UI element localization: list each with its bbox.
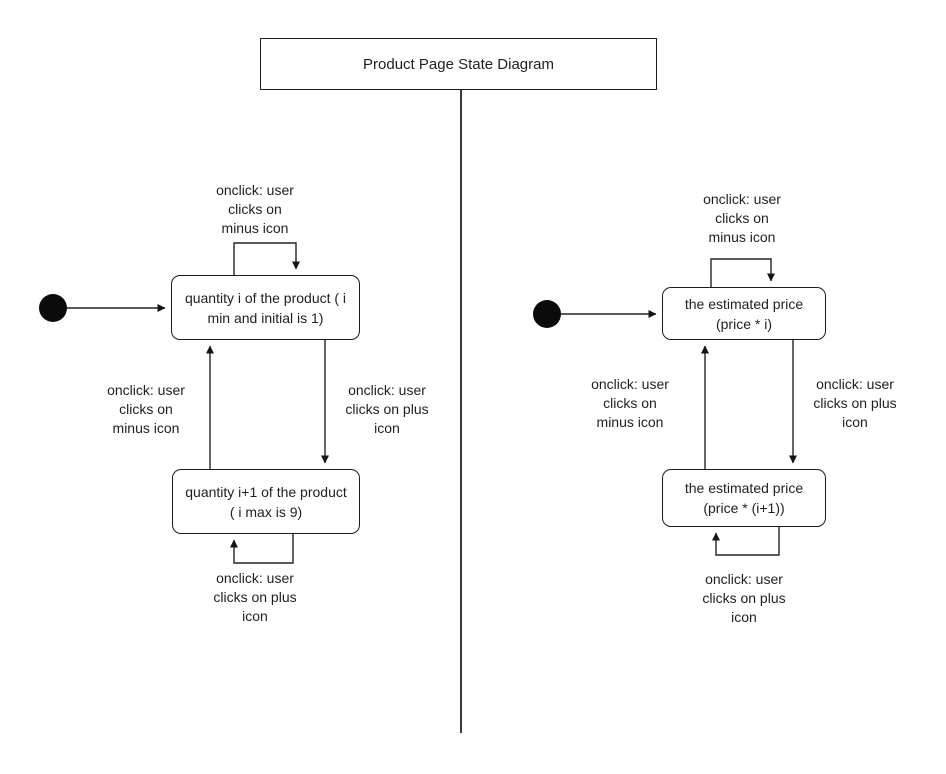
label-self-loop-bottom-right: onclick: user clicks on plus icon	[702, 571, 786, 625]
self-loop-bottom-right	[712, 527, 780, 556]
self-loop-bottom-left	[230, 534, 294, 564]
label-self-loop-bottom-left: onclick: user clicks on plus icon	[213, 570, 297, 624]
initial-state-icon-right	[533, 300, 561, 328]
initial-state-icon-left	[39, 294, 67, 322]
self-loop-top-right	[710, 258, 775, 287]
self-loop-top-left	[233, 242, 300, 275]
state-estimated-price-i: the estimated price (price * i)	[662, 287, 826, 340]
diagram-title-box: Product Page State Diagram	[260, 38, 657, 90]
diagram-title: Product Page State Diagram	[363, 55, 554, 73]
state-quantity-i: quantity i of the product ( i min and in…	[171, 275, 360, 340]
label-self-loop-top-left: onclick: user clicks on minus icon	[216, 182, 294, 236]
label-transition-minus-right: onclick: user clicks on minus icon	[591, 376, 669, 430]
label-transition-plus-left: onclick: user clicks on plus icon	[345, 382, 429, 436]
label-transition-minus-left: onclick: user clicks on minus icon	[107, 382, 185, 436]
state-quantity-i-plus-1: quantity i+1 of the product ( i max is 9…	[172, 469, 360, 534]
label-self-loop-top-right: onclick: user clicks on minus icon	[703, 191, 781, 245]
label-transition-plus-right: onclick: user clicks on plus icon	[813, 376, 897, 430]
divider-line	[460, 90, 462, 733]
state-estimated-price-i-plus-1: the estimated price (price * (i+1))	[662, 469, 826, 527]
